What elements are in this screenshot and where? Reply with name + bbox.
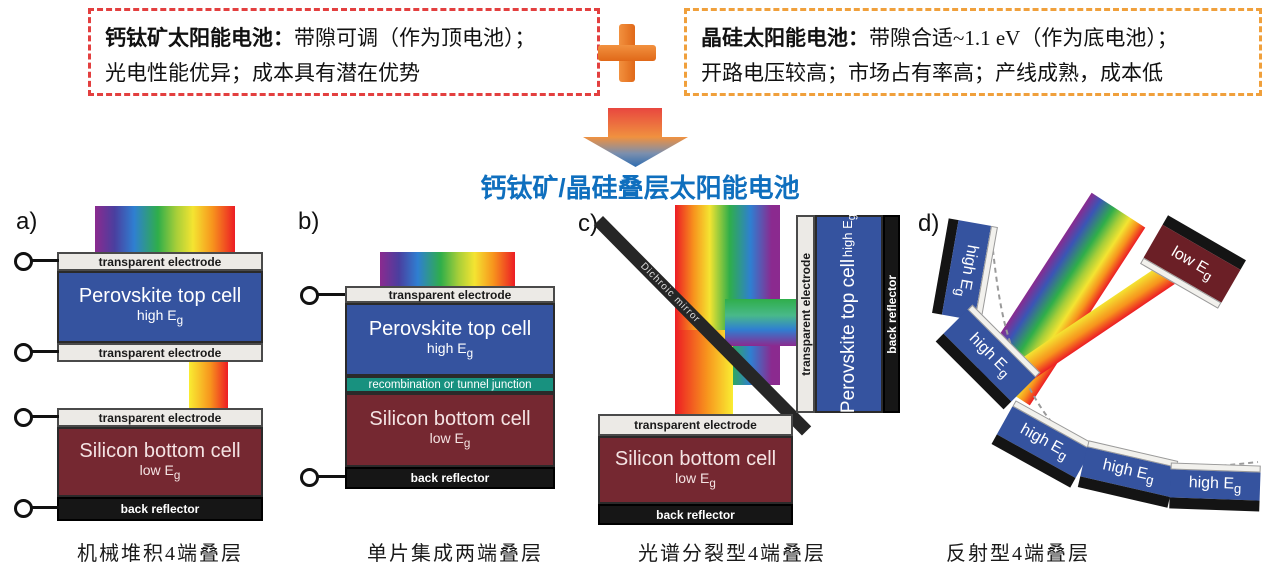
eg-subscript: g bbox=[463, 436, 471, 450]
eg-subscript: g bbox=[951, 287, 969, 298]
low-e: low E bbox=[675, 470, 710, 487]
perovskite-cell-text: Perovskite top cell bbox=[78, 285, 242, 308]
perovskite-box-lead: 钙钛矿太阳能电池： bbox=[105, 27, 294, 50]
transmitted-light-beam-a bbox=[189, 362, 228, 408]
diagram-b-label: b) bbox=[298, 208, 320, 235]
transparent-electrode-text: transparent electrode bbox=[98, 410, 222, 425]
eg-subscript: g bbox=[176, 313, 184, 327]
terminal-contact bbox=[14, 408, 59, 427]
terminal-contact bbox=[14, 499, 59, 518]
junction-text: recombination or tunnel junction bbox=[368, 378, 532, 391]
reflected-cool-beam-c bbox=[725, 299, 797, 346]
high-eg-text: high Eg bbox=[137, 307, 183, 329]
sunlight-spectrum-b bbox=[380, 252, 515, 286]
high-eg-text: high Eg bbox=[427, 340, 473, 362]
perovskite-box-line1: 钙钛矿太阳能电池：带隙可调（作为顶电池）； bbox=[105, 21, 583, 56]
back-reflector-layer: back reflector bbox=[883, 215, 900, 413]
transparent-electrode-text: transparent electrode bbox=[798, 252, 813, 376]
high-e: high E bbox=[1188, 473, 1235, 493]
silicon-info-box: 晶硅太阳能电池：带隙合适~1.1 eV（作为底电池）； 开路电压较高；市场占有率… bbox=[684, 8, 1262, 96]
perovskite-box-rest: 带隙可调（作为顶电池）； bbox=[294, 26, 536, 50]
caption-b: 单片集成两端叠层 bbox=[367, 543, 543, 565]
diagram-c-label: c) bbox=[578, 210, 598, 237]
silicon-cell-text: Silicon bottom cell bbox=[369, 408, 531, 431]
back-reflector-text: back reflector bbox=[410, 471, 490, 485]
perovskite-box-line2-text: 光电性能优异；成本具有潜在优势 bbox=[105, 61, 420, 85]
silicon-cell-text: Silicon bottom cell bbox=[614, 448, 777, 471]
high-e: high E bbox=[1101, 456, 1150, 484]
silicon-cell-text: Silicon bottom cell bbox=[79, 440, 241, 463]
transparent-electrode-text: transparent electrode bbox=[98, 345, 222, 360]
high-e: high E bbox=[136, 307, 177, 324]
low-eg-text: low Eg bbox=[675, 470, 716, 492]
perovskite-top-cell-layer: Perovskite top cell high Eg bbox=[345, 303, 555, 376]
plus-icon bbox=[598, 24, 656, 82]
eg-subscript: g bbox=[1144, 471, 1156, 488]
caption-c: 光谱分裂型4端叠层 bbox=[638, 543, 826, 565]
eg-subscript: g bbox=[845, 214, 858, 221]
silicon-bottom-cell-layer: Silicon bottom cell low Eg bbox=[57, 427, 263, 497]
transparent-electrode-layer: transparent electrode bbox=[57, 343, 263, 362]
low-e: low E bbox=[429, 430, 464, 447]
transparent-electrode-layer: transparent electrode bbox=[57, 252, 263, 271]
sunlight-spectrum-a bbox=[95, 206, 235, 252]
transparent-electrode-layer: transparent electrode bbox=[796, 215, 815, 413]
silicon-box-line2: 开路电压较高；市场占有率高；产线成熟，成本低 bbox=[701, 56, 1245, 90]
silicon-box-line2-text: 开路电压较高；市场占有率高；产线成熟，成本低 bbox=[701, 61, 1163, 85]
eg-subscript: g bbox=[466, 346, 474, 360]
back-reflector-text: back reflector bbox=[884, 274, 899, 354]
caption-d: 反射型4端叠层 bbox=[946, 543, 1090, 565]
transparent-electrode-layer: transparent electrode bbox=[345, 286, 555, 303]
eg-subscript: g bbox=[173, 468, 181, 482]
silicon-box-line1: 晶硅太阳能电池：带隙合适~1.1 eV（作为底电池）； bbox=[701, 21, 1245, 56]
caption-a: 机械堆积4端叠层 bbox=[77, 543, 243, 565]
perovskite-cell-text: Perovskite top cell bbox=[368, 317, 532, 340]
back-reflector-text: back reflector bbox=[656, 507, 735, 522]
terminal-contact bbox=[14, 252, 59, 271]
high-e: high E bbox=[956, 243, 982, 291]
transparent-electrode-text: transparent electrode bbox=[634, 418, 757, 432]
rotated-perovskite-cell: transparent electrode Perovskite top cel… bbox=[796, 214, 900, 414]
back-reflector-layer: back reflector bbox=[598, 504, 793, 525]
terminal-contact bbox=[14, 343, 59, 362]
transparent-electrode-text: transparent electrode bbox=[388, 287, 512, 302]
silicon-bottom-cell-layer: Silicon bottom cell low Eg bbox=[345, 393, 555, 467]
high-eg-text: high Eg bbox=[1188, 474, 1241, 496]
transparent-electrode-layer: transparent electrode bbox=[598, 414, 793, 436]
down-arrow-icon bbox=[583, 108, 688, 167]
eg-subscript: g bbox=[709, 476, 716, 490]
diagram-a-label: a) bbox=[16, 208, 38, 235]
eg-subscript: g bbox=[1233, 480, 1242, 497]
high-eg-text: high Eg bbox=[952, 243, 981, 299]
perovskite-box-line2: 光电性能优异；成本具有潜在优势 bbox=[105, 56, 583, 90]
back-reflector-text: back reflector bbox=[120, 502, 200, 516]
high-eg-cell: high Eg bbox=[1169, 462, 1261, 512]
perovskite-top-cell-layer: Perovskite top cell high Eg bbox=[815, 214, 883, 414]
perovskite-info-box: 钙钛矿太阳能电池：带隙可调（作为顶电池）； 光电性能优异；成本具有潜在优势 bbox=[88, 8, 600, 96]
high-e: high E bbox=[840, 220, 856, 258]
back-reflector-layer: back reflector bbox=[57, 497, 263, 521]
silicon-box-lead: 晶硅太阳能电池： bbox=[701, 27, 869, 50]
diagram-d-label: d) bbox=[918, 210, 940, 237]
silicon-box-rest: 带隙合适~1.1 eV（作为底电池）； bbox=[869, 26, 1178, 50]
high-e: high E bbox=[426, 339, 467, 356]
perovskite-cell-text: Perovskite top cell bbox=[838, 259, 859, 414]
page-title: 钙钛矿/晶硅叠层太阳能电池 bbox=[480, 173, 800, 203]
back-reflector-layer: back reflector bbox=[345, 467, 555, 489]
perovskite-top-cell-layer: Perovskite top cell high Eg bbox=[57, 271, 263, 343]
transparent-electrode-layer: transparent electrode bbox=[57, 408, 263, 427]
silicon-bottom-cell-layer: Silicon bottom cell low Eg bbox=[598, 436, 793, 504]
transparent-electrode-text: transparent electrode bbox=[98, 254, 222, 269]
terminal-contact bbox=[300, 286, 345, 305]
terminal-contact bbox=[300, 468, 345, 487]
low-eg-text: low Eg bbox=[430, 430, 471, 452]
low-e: low E bbox=[139, 462, 174, 479]
high-eg-text: high Eg bbox=[840, 214, 858, 257]
low-eg-text: low Eg bbox=[140, 462, 181, 484]
recombination-junction-layer: recombination or tunnel junction bbox=[345, 376, 555, 393]
